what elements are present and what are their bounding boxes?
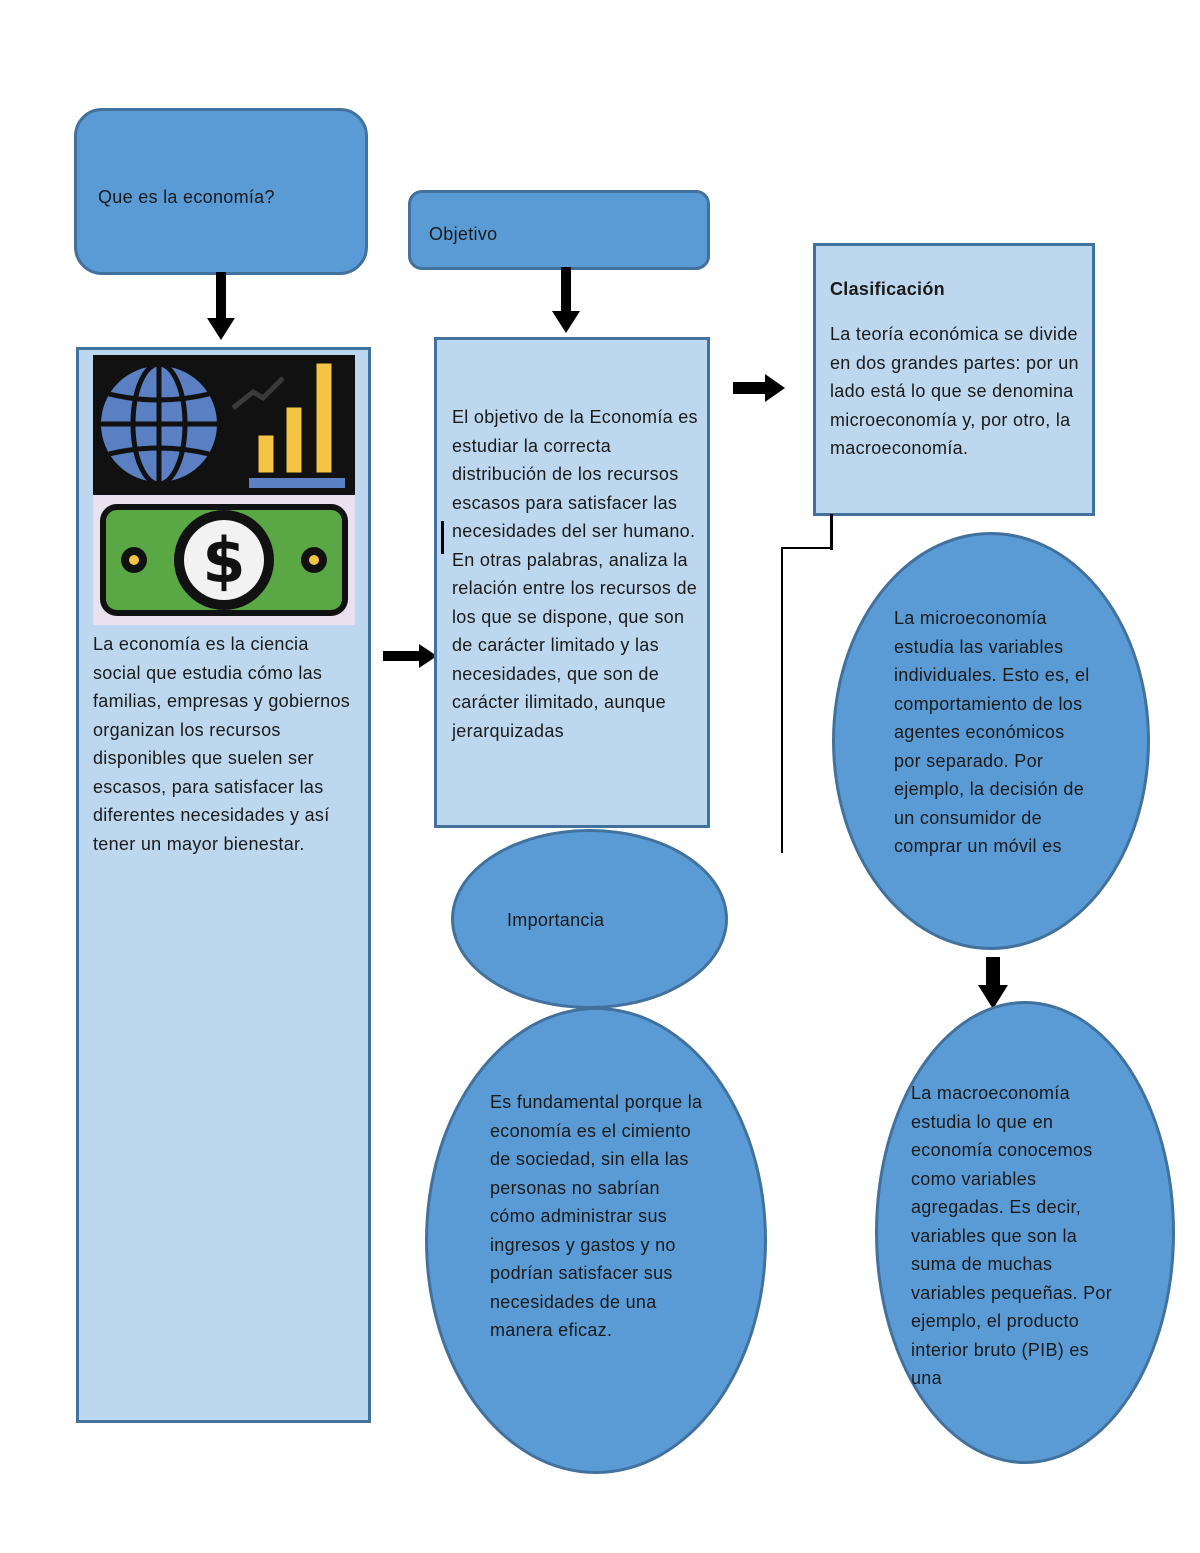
importancia-title-ellipse: Importancia [451, 829, 728, 1009]
arrow-right-icon [733, 373, 787, 403]
que-es-title-box: Que es la economía? [74, 108, 368, 275]
globe-icon [95, 360, 223, 488]
money-bill-icon: $ [93, 495, 355, 625]
objetivo-body: El objetivo de la Economía es estudiar l… [452, 407, 698, 741]
microeconomia-ellipse: La microeconomía estudia las variables i… [832, 532, 1150, 950]
objetivo-title-box: Objetivo [408, 190, 710, 270]
clasificacion-box: Clasificación La teoría económica se div… [813, 243, 1095, 516]
connector-line [781, 547, 833, 549]
macroeconomia-ellipse: La macroeconomía estudia lo que en econo… [875, 1001, 1175, 1464]
growth-chart-icon [231, 360, 353, 492]
arrow-right-icon [383, 642, 439, 670]
arrow-down-icon [205, 272, 237, 342]
macroeconomia-body: La macroeconomía estudia lo que en econo… [911, 1083, 1113, 1388]
arrow-down-icon [550, 267, 582, 335]
objetivo-content-box: El objetivo de la Economía es estudiar l… [434, 337, 710, 828]
connector-line [830, 514, 833, 550]
importancia-content-ellipse: Es fundamental porque la economía es el … [425, 1007, 767, 1474]
svg-text:$: $ [202, 524, 245, 597]
arrow-down-icon [976, 957, 1010, 1011]
text-cursor-mark [441, 521, 444, 554]
connector-line [781, 547, 783, 853]
microeconomia-body: La microeconomía estudia las variables i… [894, 608, 1090, 856]
que-es-body: La economía es la ciencia social que est… [93, 634, 351, 854]
que-es-title: Que es la economía? [98, 187, 275, 207]
que-es-content-box: $ La economía es la ciencia social que e… [76, 347, 371, 1423]
clasificacion-title: Clasificación [830, 279, 945, 299]
objetivo-title: Objetivo [429, 224, 498, 244]
clasificacion-body: La teoría económica se divide en dos gra… [830, 324, 1079, 458]
importancia-body: Es fundamental porque la economía es el … [490, 1092, 703, 1340]
importancia-title: Importancia [507, 910, 605, 930]
economy-illustration: $ [93, 355, 355, 625]
